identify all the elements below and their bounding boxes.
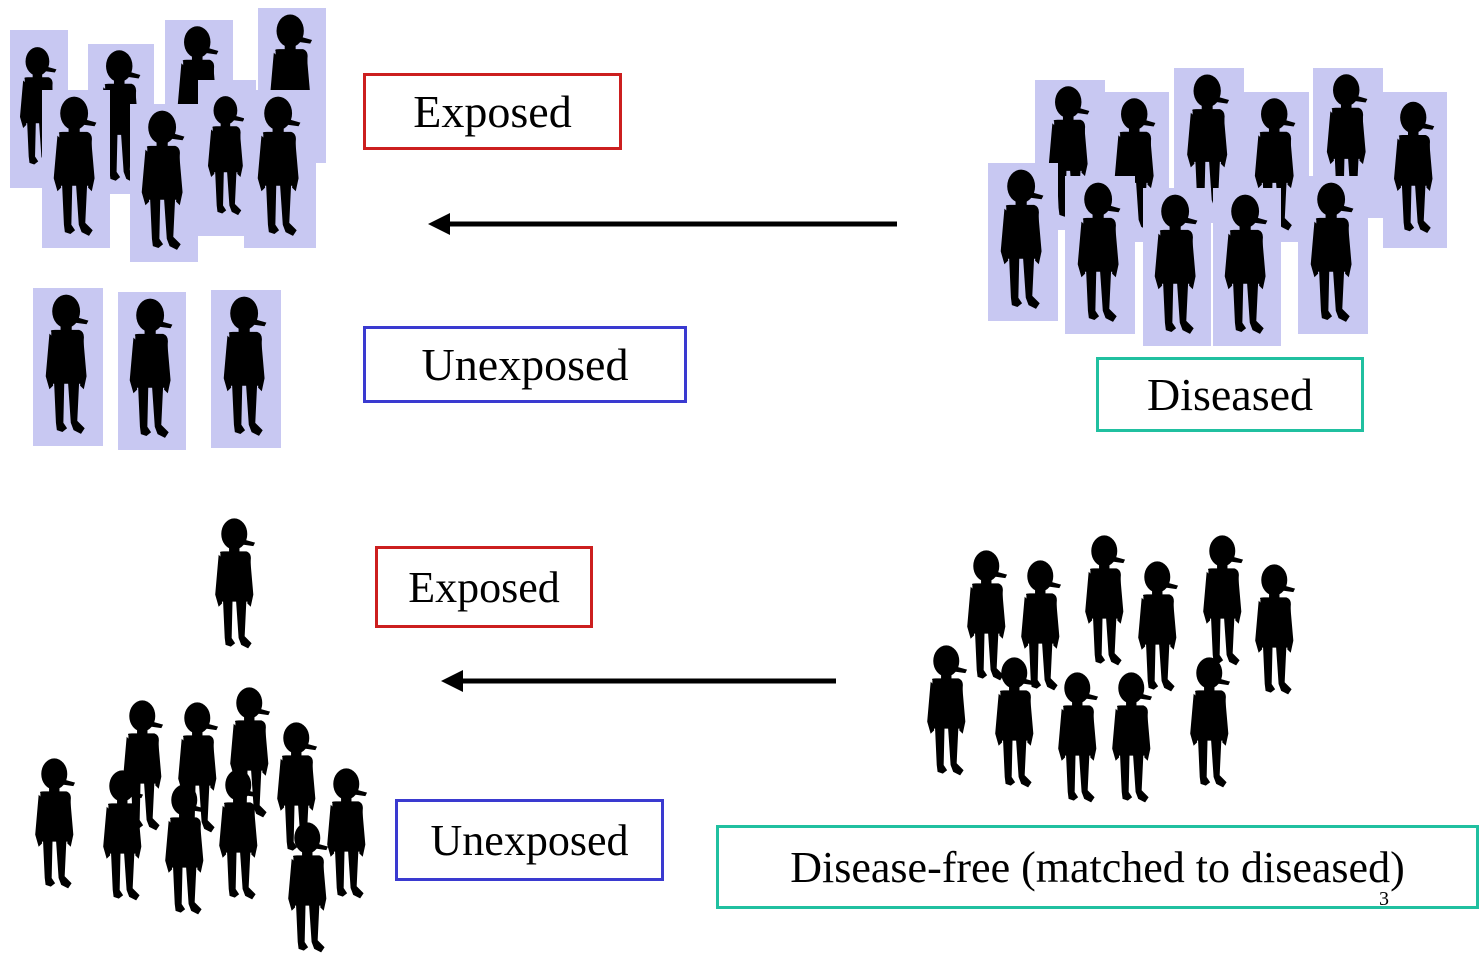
arrow-left-icon (441, 670, 836, 692)
person-icon (42, 90, 110, 248)
bottom-exposed-label: Exposed (375, 546, 593, 628)
top-exposed-label: Exposed (363, 73, 622, 150)
top-unexposed-text: Unexposed (421, 339, 629, 390)
top-exposed-text: Exposed (413, 86, 572, 137)
diseased-text: Diseased (1146, 369, 1314, 420)
person-icon (1383, 92, 1447, 248)
disease-free-text: Disease-free (matched to diseased) (790, 842, 1405, 892)
person-icon (244, 90, 316, 248)
bottom-unexposed-label: Unexposed (395, 799, 664, 881)
bottom-unexposed-text: Unexposed (430, 815, 629, 865)
bottom-exposed-text: Exposed (408, 562, 560, 612)
diseased-label: Diseased (1096, 357, 1364, 432)
person-icon (211, 290, 281, 448)
person-icon (118, 292, 186, 450)
arrow-left-icon (428, 213, 897, 235)
person-icon (1213, 188, 1281, 346)
disease-free-label: Disease-free (matched to diseased) (716, 825, 1479, 909)
person-icon (130, 104, 198, 262)
person-icon (1143, 188, 1211, 346)
slide-number: 3 (1379, 888, 1389, 910)
person-icon (1298, 176, 1368, 334)
top-unexposed-label: Unexposed (363, 326, 687, 403)
person-icon (988, 163, 1058, 321)
person-icon (33, 288, 103, 446)
person-icon (1065, 176, 1135, 334)
